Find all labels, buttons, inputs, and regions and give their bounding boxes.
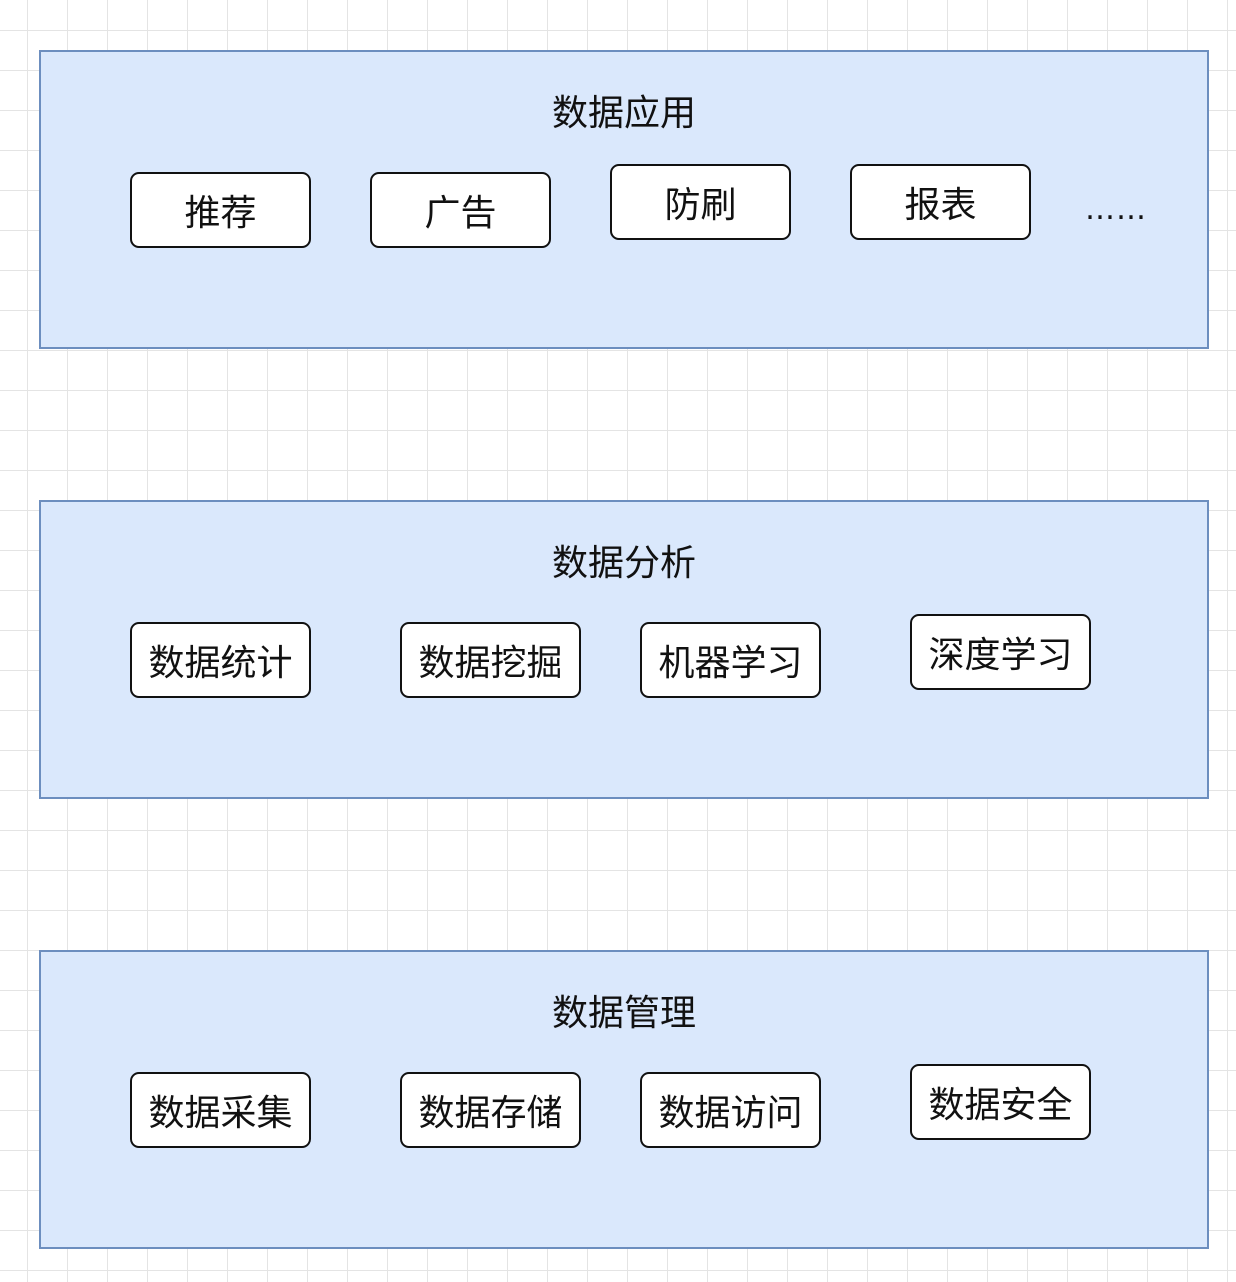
node-data-access: 数据访问: [640, 1072, 821, 1148]
layer-title: 数据应用: [551, 93, 696, 134]
node-data-security: 数据安全: [910, 1064, 1091, 1140]
node-recommend: 推荐: [130, 172, 311, 248]
node-data-collection: 数据采集: [130, 1072, 311, 1148]
layer-title: 数据管理: [551, 993, 696, 1034]
layer-title: 数据分析: [551, 543, 696, 584]
node-advertising: 广告: [370, 172, 551, 248]
layer-data-analysis: 数据分析 数据统计 数据挖掘 机器学习 深度学习: [39, 500, 1209, 799]
node-data-statistics: 数据统计: [130, 622, 311, 698]
layer-data-management: 数据管理 数据采集 数据存储 数据访问 数据安全: [39, 950, 1209, 1249]
node-deep-learning: 深度学习: [910, 614, 1091, 690]
layer-data-application: 数据应用 推荐 广告 防刷 报表 ……: [39, 50, 1209, 349]
node-machine-learning: 机器学习: [640, 622, 821, 698]
node-data-storage: 数据存储: [400, 1072, 581, 1148]
node-report: 报表: [850, 164, 1031, 240]
more-ellipsis: ……: [1085, 192, 1147, 227]
node-anti-fraud: 防刷: [610, 164, 791, 240]
node-data-mining: 数据挖掘: [400, 622, 581, 698]
